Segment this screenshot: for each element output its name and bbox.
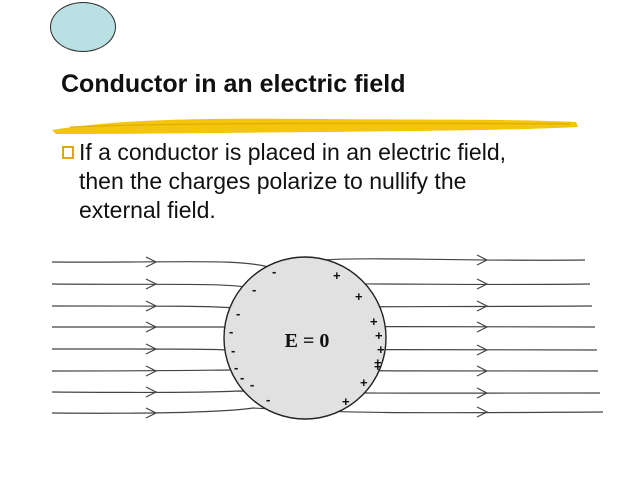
field-inside-label: E = 0 [285, 330, 330, 352]
negative-charge: - [266, 392, 270, 407]
positive-charge: + [333, 268, 341, 283]
positive-charge: + [370, 314, 378, 329]
field-arrow-head [145, 407, 158, 419]
negative-charge: - [234, 360, 238, 375]
field-arrow-head [145, 256, 158, 268]
bullet-marker [62, 146, 74, 159]
field-arrow-head [145, 386, 158, 398]
positive-charge: + [374, 359, 382, 374]
field-arrow-head [476, 387, 489, 399]
positive-charge: + [375, 328, 383, 343]
positive-charge: + [342, 394, 350, 409]
field-arrow-head [476, 300, 489, 312]
field-arrow-head [476, 344, 489, 356]
decorative-oval [50, 2, 116, 52]
positive-charge: + [377, 342, 385, 357]
field-arrow-head [476, 278, 489, 290]
positive-charge: + [360, 375, 368, 390]
field-arrow-head [145, 300, 158, 312]
bullet-line: then the charges polarize to nullify the [79, 168, 467, 194]
negative-charge: - [231, 343, 235, 358]
negative-charges: - - - - - - - - - [229, 264, 276, 407]
field-arrow-head [476, 365, 489, 377]
field-arrow-head [145, 365, 158, 377]
conductor-sphere [223, 256, 387, 420]
field-arrow-head [145, 278, 158, 290]
bullet-text: If a conductor is placed in an electric … [79, 138, 599, 225]
field-arrow-head [476, 321, 489, 333]
field-arrow-head [145, 343, 158, 355]
field-arrow-head [145, 321, 158, 333]
slide-title: Conductor in an electric field [61, 70, 406, 98]
field-arrow-head [476, 254, 489, 266]
positive-charges: + + + + + + + + + [333, 268, 385, 409]
bullet-line: If a conductor is placed in an electric … [79, 139, 507, 165]
field-arrow-head [476, 406, 489, 418]
negative-charge: - [252, 282, 256, 297]
negative-charge: - [240, 370, 244, 385]
negative-charge: - [250, 377, 254, 392]
negative-charge: - [236, 306, 240, 321]
negative-charge: - [229, 324, 233, 339]
positive-charge: + [355, 289, 363, 304]
positive-charge: + [374, 355, 382, 370]
negative-charge: - [272, 264, 276, 279]
bullet-line: external field. [79, 197, 216, 223]
